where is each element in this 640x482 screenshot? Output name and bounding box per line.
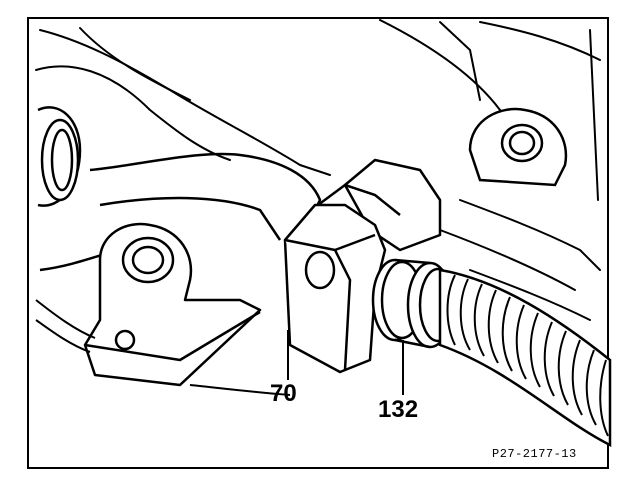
frame-border	[27, 17, 609, 469]
figure-reference-code: P27-2177-13	[492, 447, 577, 461]
right-mounting-boss	[468, 107, 568, 187]
flange-edge	[35, 299, 291, 396]
housing-outline	[35, 19, 601, 321]
leader-lines	[287, 330, 404, 395]
callout-label-132: 132	[378, 396, 419, 423]
callout-label-70: 70	[270, 380, 297, 407]
left-mounting-lug	[83, 222, 262, 387]
corrugated-hose	[438, 268, 612, 448]
clamp-bracket	[283, 158, 442, 374]
left-pipe-boss	[37, 106, 82, 207]
